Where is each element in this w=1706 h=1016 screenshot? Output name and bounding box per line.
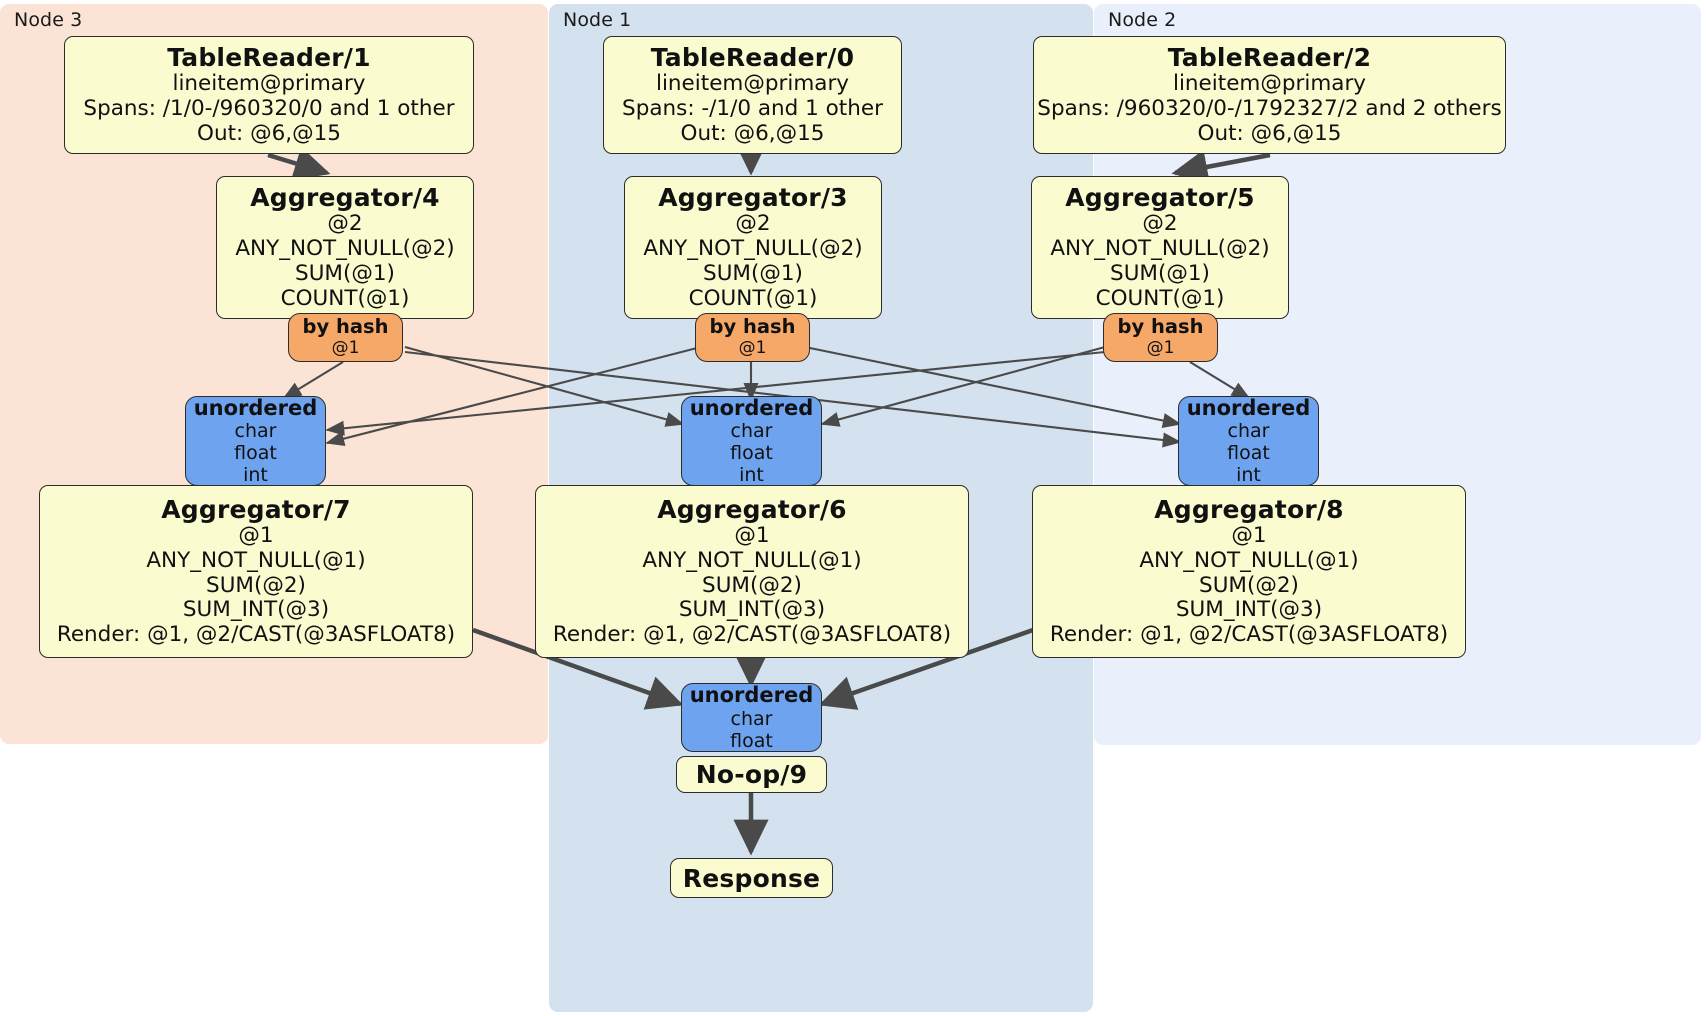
box-title: Aggregator/3 xyxy=(658,183,848,213)
box-line-agg1: ANY_NOT_NULL(@2) xyxy=(1050,236,1270,262)
box-byhash-center[interactable]: by hash @1 xyxy=(695,313,810,362)
box-title: TableReader/0 xyxy=(650,43,855,73)
box-tablereader1[interactable]: TableReader/1 lineitem@primary Spans: /1… xyxy=(64,36,474,154)
box-line-render: Render: @1, @2/CAST(@3ASFLOAT8) xyxy=(1049,622,1449,648)
box-line-agg3: COUNT(@1) xyxy=(280,285,410,311)
box-line-agg3: COUNT(@1) xyxy=(1095,285,1225,311)
box-line-groupcol: @1 xyxy=(734,522,770,548)
box-title: by hash xyxy=(302,315,389,339)
box-line-groupcol: @1 xyxy=(1231,522,1267,548)
box-title: Aggregator/7 xyxy=(161,494,351,524)
box-line-type-2: float xyxy=(730,729,773,752)
box-line-groupcol: @1 xyxy=(238,522,274,548)
box-byhash-left[interactable]: by hash @1 xyxy=(288,313,403,362)
box-title: TableReader/2 xyxy=(1167,43,1372,73)
box-line-agg3: SUM_INT(@3) xyxy=(182,597,330,623)
box-noop9[interactable]: No-op/9 xyxy=(676,756,827,793)
box-unordered-left[interactable]: unordered char float int xyxy=(185,396,326,486)
node-panel-label-node3: Node 3 xyxy=(14,9,83,31)
box-line-out: Out: @6,@15 xyxy=(1197,120,1342,146)
box-tablereader2[interactable]: TableReader/2 lineitem@primary Spans: /9… xyxy=(1033,36,1506,154)
box-line-table: lineitem@primary xyxy=(1172,71,1367,97)
box-line-agg2: SUM(@2) xyxy=(206,572,306,598)
box-unordered-right[interactable]: unordered char float int xyxy=(1178,396,1319,486)
box-line-type-2: float xyxy=(1227,442,1270,465)
box-line-type-3: int xyxy=(739,464,764,487)
box-byhash-right[interactable]: by hash @1 xyxy=(1103,313,1218,362)
box-aggregator5[interactable]: Aggregator/5 @2 ANY_NOT_NULL(@2) SUM(@1)… xyxy=(1031,176,1289,319)
node-panel-label-node2: Node 2 xyxy=(1108,9,1177,31)
box-line-agg1: ANY_NOT_NULL(@2) xyxy=(235,236,455,262)
box-line-agg3: SUM_INT(@3) xyxy=(678,597,826,623)
box-line-type-1: char xyxy=(730,707,773,730)
box-title: unordered xyxy=(689,683,814,708)
box-unordered-final[interactable]: unordered char float xyxy=(681,683,822,752)
box-line-groupcol: @2 xyxy=(735,211,771,237)
box-line-render: Render: @1, @2/CAST(@3ASFLOAT8) xyxy=(552,622,952,648)
box-line-type-2: float xyxy=(730,442,773,465)
box-line-agg2: SUM(@1) xyxy=(703,261,803,286)
box-title: Aggregator/4 xyxy=(250,183,440,213)
box-line-agg2: SUM(@2) xyxy=(1199,572,1299,598)
box-line-agg1: ANY_NOT_NULL(@2) xyxy=(643,236,863,262)
box-line-render: Render: @1, @2/CAST(@3ASFLOAT8) xyxy=(56,622,456,648)
box-line-agg1: ANY_NOT_NULL(@1) xyxy=(642,547,862,573)
box-line-agg2: SUM(@1) xyxy=(295,261,395,286)
box-aggregator8[interactable]: Aggregator/8 @1 ANY_NOT_NULL(@1) SUM(@2)… xyxy=(1032,485,1466,658)
node-panel-label-node1: Node 1 xyxy=(563,9,632,31)
box-line-agg1: ANY_NOT_NULL(@1) xyxy=(146,547,366,573)
box-line-type-1: char xyxy=(234,420,277,443)
box-response[interactable]: Response xyxy=(670,858,833,898)
box-title: unordered xyxy=(689,395,814,420)
box-line-table: lineitem@primary xyxy=(172,71,366,97)
box-unordered-center[interactable]: unordered char float int xyxy=(681,396,822,486)
box-line-spans: Spans: -/1/0 and 1 other xyxy=(622,96,883,122)
box-line-agg1: ANY_NOT_NULL(@1) xyxy=(1139,547,1359,573)
box-title: Aggregator/5 xyxy=(1065,183,1255,213)
box-title: Aggregator/6 xyxy=(657,494,847,524)
box-title: Response xyxy=(682,863,821,893)
box-title: unordered xyxy=(1186,395,1311,420)
box-line-col: @1 xyxy=(331,337,360,358)
box-title: by hash xyxy=(1117,315,1204,339)
box-line-groupcol: @2 xyxy=(1142,211,1178,237)
box-line-type-1: char xyxy=(730,420,773,443)
box-line-agg2: SUM(@2) xyxy=(702,572,802,598)
box-line-agg2: SUM(@1) xyxy=(1110,261,1210,286)
box-aggregator4[interactable]: Aggregator/4 @2 ANY_NOT_NULL(@2) SUM(@1)… xyxy=(216,176,474,319)
box-title: unordered xyxy=(193,395,318,420)
box-line-col: @1 xyxy=(1146,337,1175,358)
box-line-out: Out: @6,@15 xyxy=(680,120,825,146)
box-line-spans: Spans: /960320/0-/1792327/2 and 2 others xyxy=(1037,96,1502,122)
box-aggregator6[interactable]: Aggregator/6 @1 ANY_NOT_NULL(@1) SUM(@2)… xyxy=(535,485,969,658)
box-title: No-op/9 xyxy=(695,760,808,789)
box-line-col: @1 xyxy=(738,337,767,358)
box-tablereader0[interactable]: TableReader/0 lineitem@primary Spans: -/… xyxy=(603,36,902,154)
box-title: TableReader/1 xyxy=(167,43,371,73)
box-line-spans: Spans: /1/0-/960320/0 and 1 other xyxy=(83,96,455,122)
box-line-out: Out: @6,@15 xyxy=(197,120,341,146)
box-aggregator7[interactable]: Aggregator/7 @1 ANY_NOT_NULL(@1) SUM(@2)… xyxy=(39,485,473,658)
box-line-groupcol: @2 xyxy=(327,211,363,237)
box-line-type-2: float xyxy=(234,442,277,465)
box-line-agg3: SUM_INT(@3) xyxy=(1175,597,1323,623)
box-line-type-3: int xyxy=(1236,464,1261,487)
box-title: by hash xyxy=(709,315,796,339)
box-line-agg3: COUNT(@1) xyxy=(688,285,818,311)
box-line-table: lineitem@primary xyxy=(655,71,850,97)
box-line-type-3: int xyxy=(243,464,268,487)
box-title: Aggregator/8 xyxy=(1154,494,1344,524)
box-line-type-1: char xyxy=(1227,420,1270,443)
box-aggregator3[interactable]: Aggregator/3 @2 ANY_NOT_NULL(@2) SUM(@1)… xyxy=(624,176,882,319)
